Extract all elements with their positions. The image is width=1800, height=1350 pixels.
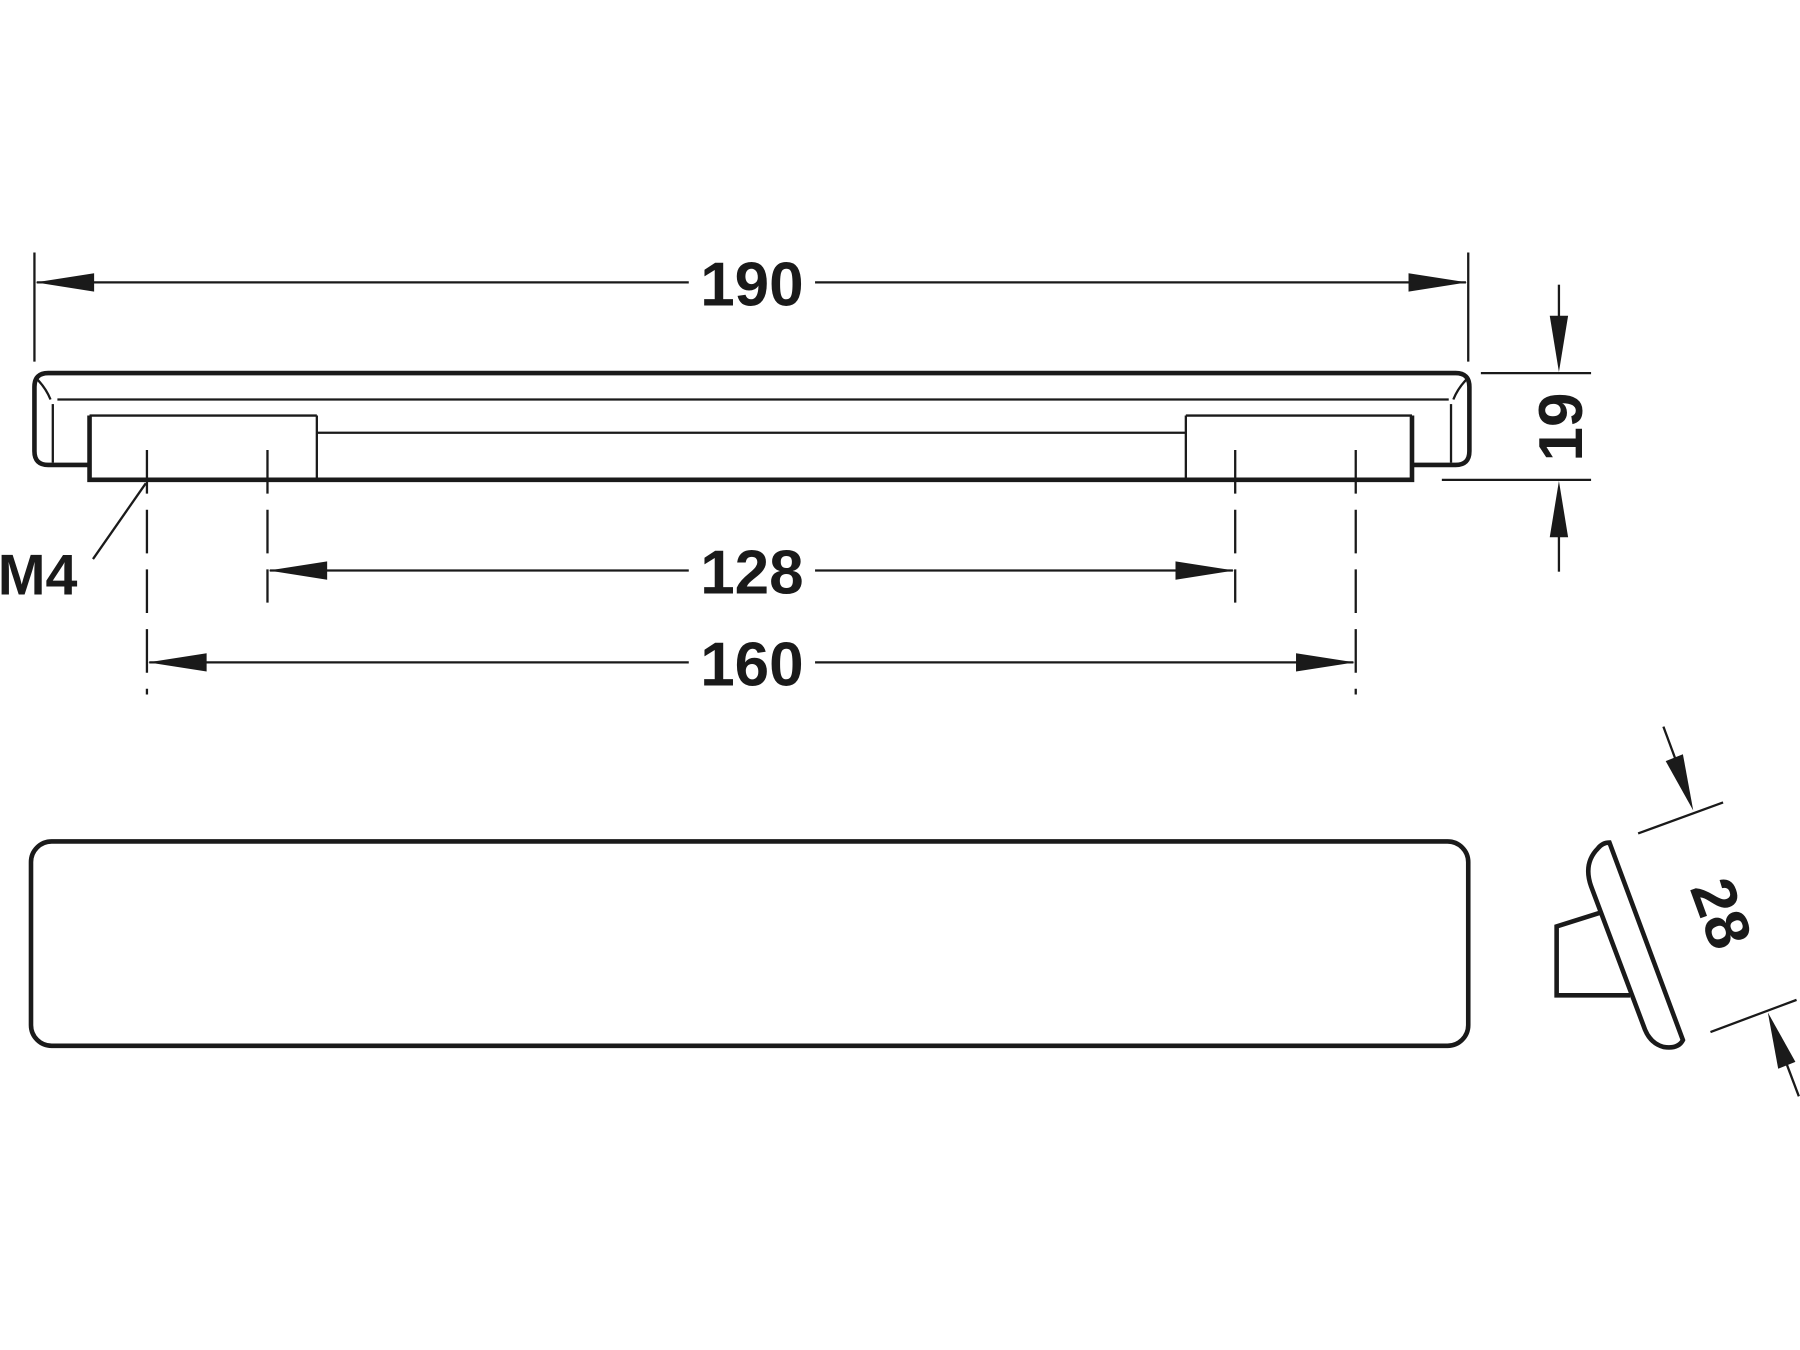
hole-centerlines — [145, 450, 1357, 695]
dimension-overall-length: 190 — [33, 250, 1470, 362]
dimension-label-28: 28 — [1676, 869, 1764, 957]
dimension-label-19: 19 — [1527, 393, 1596, 462]
dimension-label-160: 160 — [700, 630, 803, 699]
dimension-outer-spacing: 160 — [148, 630, 1355, 699]
thread-label-m4: M4 — [0, 544, 77, 608]
dimension-inner-spacing: 128 — [268, 538, 1235, 607]
handle-top-view — [32, 370, 1472, 483]
thread-callout: M4 — [0, 482, 147, 608]
dimension-height: 19 — [1441, 284, 1596, 572]
dimension-label-128: 128 — [700, 538, 803, 607]
dimension-depth: 28 — [1637, 726, 1800, 1097]
dimension-label-190: 190 — [700, 250, 803, 319]
handle-side-view — [1554, 840, 1686, 1050]
handle-front-view — [28, 839, 1471, 1049]
